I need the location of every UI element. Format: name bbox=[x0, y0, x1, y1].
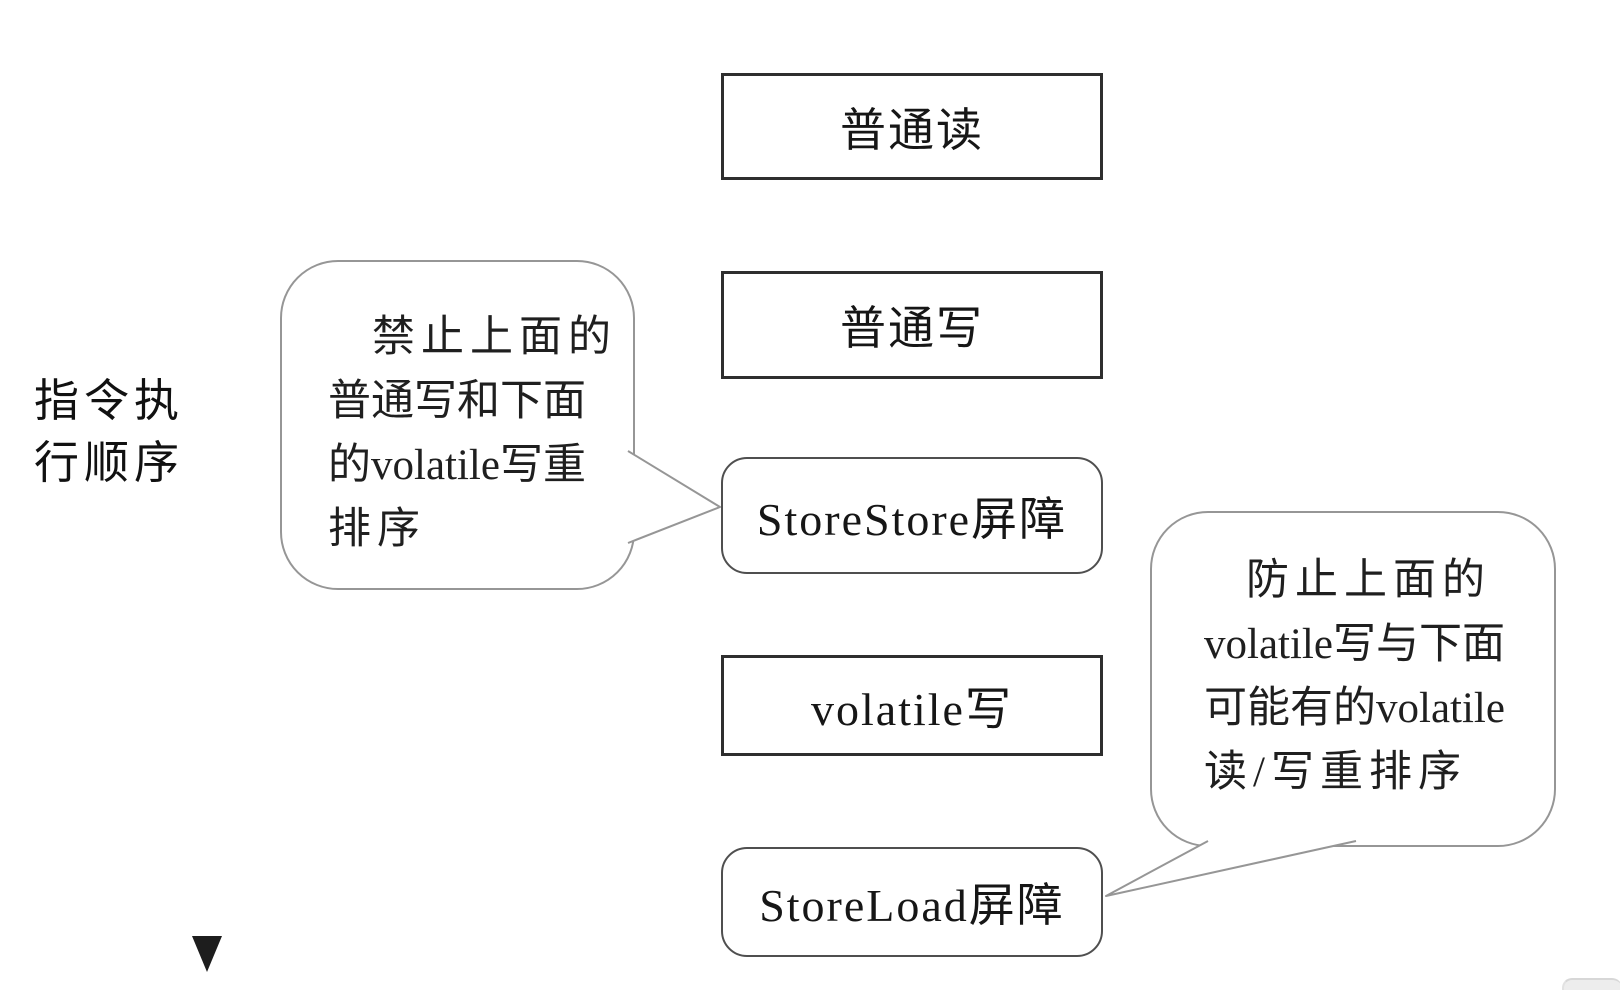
callout-line: 读/写重排序 bbox=[1204, 749, 1467, 796]
callout-line: 可能有的volatile bbox=[1204, 685, 1505, 732]
callout-storestore-bubble: 禁止上面的 普通写和下面 的volatile写重 排序 bbox=[280, 260, 635, 590]
execution-order-arrowhead-icon bbox=[192, 936, 222, 972]
callout-storeload-bubble: 防止上面的 volatile写与下面 可能有的volatile 读/写重排序 bbox=[1150, 511, 1556, 847]
execution-order-label-line1: 指令执 bbox=[34, 376, 185, 426]
callout-line: 禁止上面的 bbox=[372, 314, 617, 361]
execution-order-label-line2: 行顺序 bbox=[34, 438, 185, 488]
callout-line: 排序 bbox=[328, 506, 426, 553]
callout-storeload-tail bbox=[1105, 840, 1357, 897]
box-normal-read: 普通读 bbox=[721, 73, 1103, 180]
callout-line: 普通写和下面 bbox=[328, 378, 586, 425]
callout-line: 防止上面的 bbox=[1246, 557, 1491, 604]
corner-artifact bbox=[1562, 978, 1620, 990]
callout-line: 的volatile写重 bbox=[328, 442, 586, 489]
box-storeload-barrier: StoreLoad屏障 bbox=[721, 847, 1103, 957]
box-storeload-barrier-label: StoreLoad屏障 bbox=[759, 880, 1065, 931]
box-normal-read-label: 普通读 bbox=[840, 104, 984, 156]
box-normal-write-label: 普通写 bbox=[840, 303, 984, 354]
callout-line: volatile写与下面 bbox=[1204, 621, 1505, 668]
execution-order-label: 指令执 行顺序 bbox=[34, 370, 184, 494]
callout-storestore-tail bbox=[627, 450, 721, 544]
box-storestore-barrier: StoreStore屏障 bbox=[721, 457, 1103, 574]
box-storestore-barrier-label: StoreStore屏障 bbox=[756, 493, 1068, 545]
box-volatile-write-label: volatile写 bbox=[811, 683, 1013, 735]
box-volatile-write: volatile写 bbox=[721, 655, 1103, 756]
box-normal-write: 普通写 bbox=[721, 271, 1103, 379]
